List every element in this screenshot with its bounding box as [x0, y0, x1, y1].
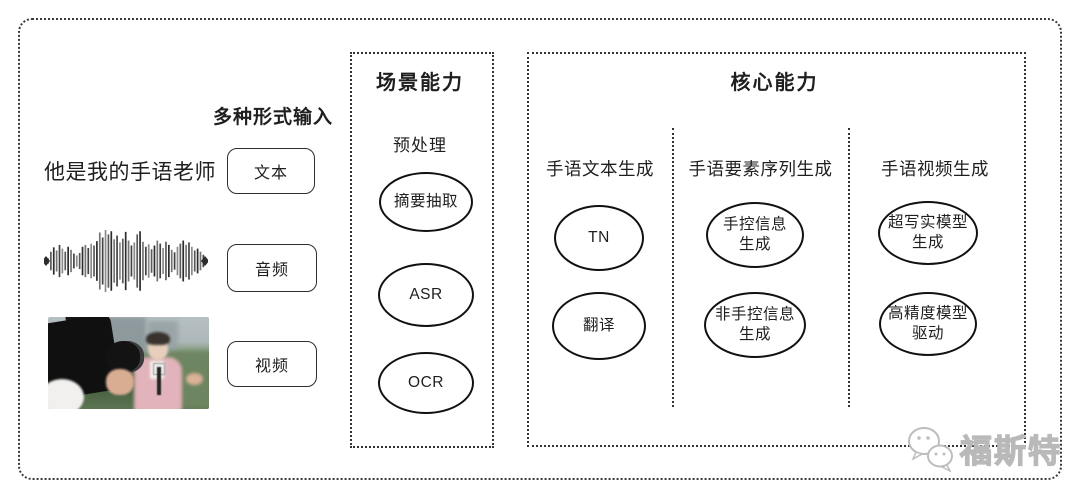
text-input-label: 文本	[253, 165, 288, 182]
audio-input-box: 音频	[227, 244, 317, 292]
input-section-heading: 多种形式输入	[212, 107, 333, 128]
column-header-element-sequence-generation: 手语要素序列生成	[688, 159, 833, 179]
column-header-video-generation: 手语视频生成	[881, 159, 989, 179]
column-divider	[672, 128, 674, 407]
chat-bubbles-logo-icon	[907, 427, 953, 473]
node-hyperrealistic-model-generation: 超写实模型 生成	[878, 201, 978, 265]
node-asr: ASR	[378, 263, 474, 327]
text-input-box: 文本	[227, 148, 315, 194]
photo-microphone	[157, 367, 161, 395]
video-input-label: 视频	[254, 358, 289, 375]
column-header-text-generation: 手语文本生成	[546, 159, 654, 179]
video-input-box: 视频	[227, 341, 317, 387]
column-divider	[848, 128, 850, 407]
audio-waveform-icon	[42, 228, 209, 294]
watermark-text: 福斯特	[959, 432, 1062, 469]
preprocess-label: 预处理	[393, 136, 447, 155]
node-manual-info-generation: 手控信息 生成	[706, 202, 804, 268]
watermark: 福斯特	[902, 421, 1062, 477]
photo-cameraman-sleeve	[48, 379, 84, 409]
scene-panel-title: 场景能力	[376, 72, 464, 94]
node-non-manual-info-generation: 非手控信息 生成	[704, 292, 806, 358]
node-ocr: OCR	[378, 352, 474, 414]
photo-camera-lens	[106, 341, 144, 373]
node-tn: TN	[554, 205, 644, 271]
photo-cameraman-hand	[106, 369, 134, 395]
core-panel-title: 核心能力	[730, 72, 819, 94]
photo-reporter-hand	[186, 373, 203, 385]
node-high-precision-model-drive: 高精度模型 驱动	[879, 292, 977, 356]
reporter-photo	[48, 317, 209, 409]
node-translation: 翻译	[552, 292, 646, 360]
photo-reporter-hair	[146, 332, 170, 345]
node-summary-extraction: 摘要抽取	[379, 172, 473, 232]
audio-input-label: 音频	[254, 262, 289, 279]
sample-sentence-text: 他是我的手语老师	[44, 161, 216, 184]
outer-dotted-frame	[18, 18, 1062, 480]
